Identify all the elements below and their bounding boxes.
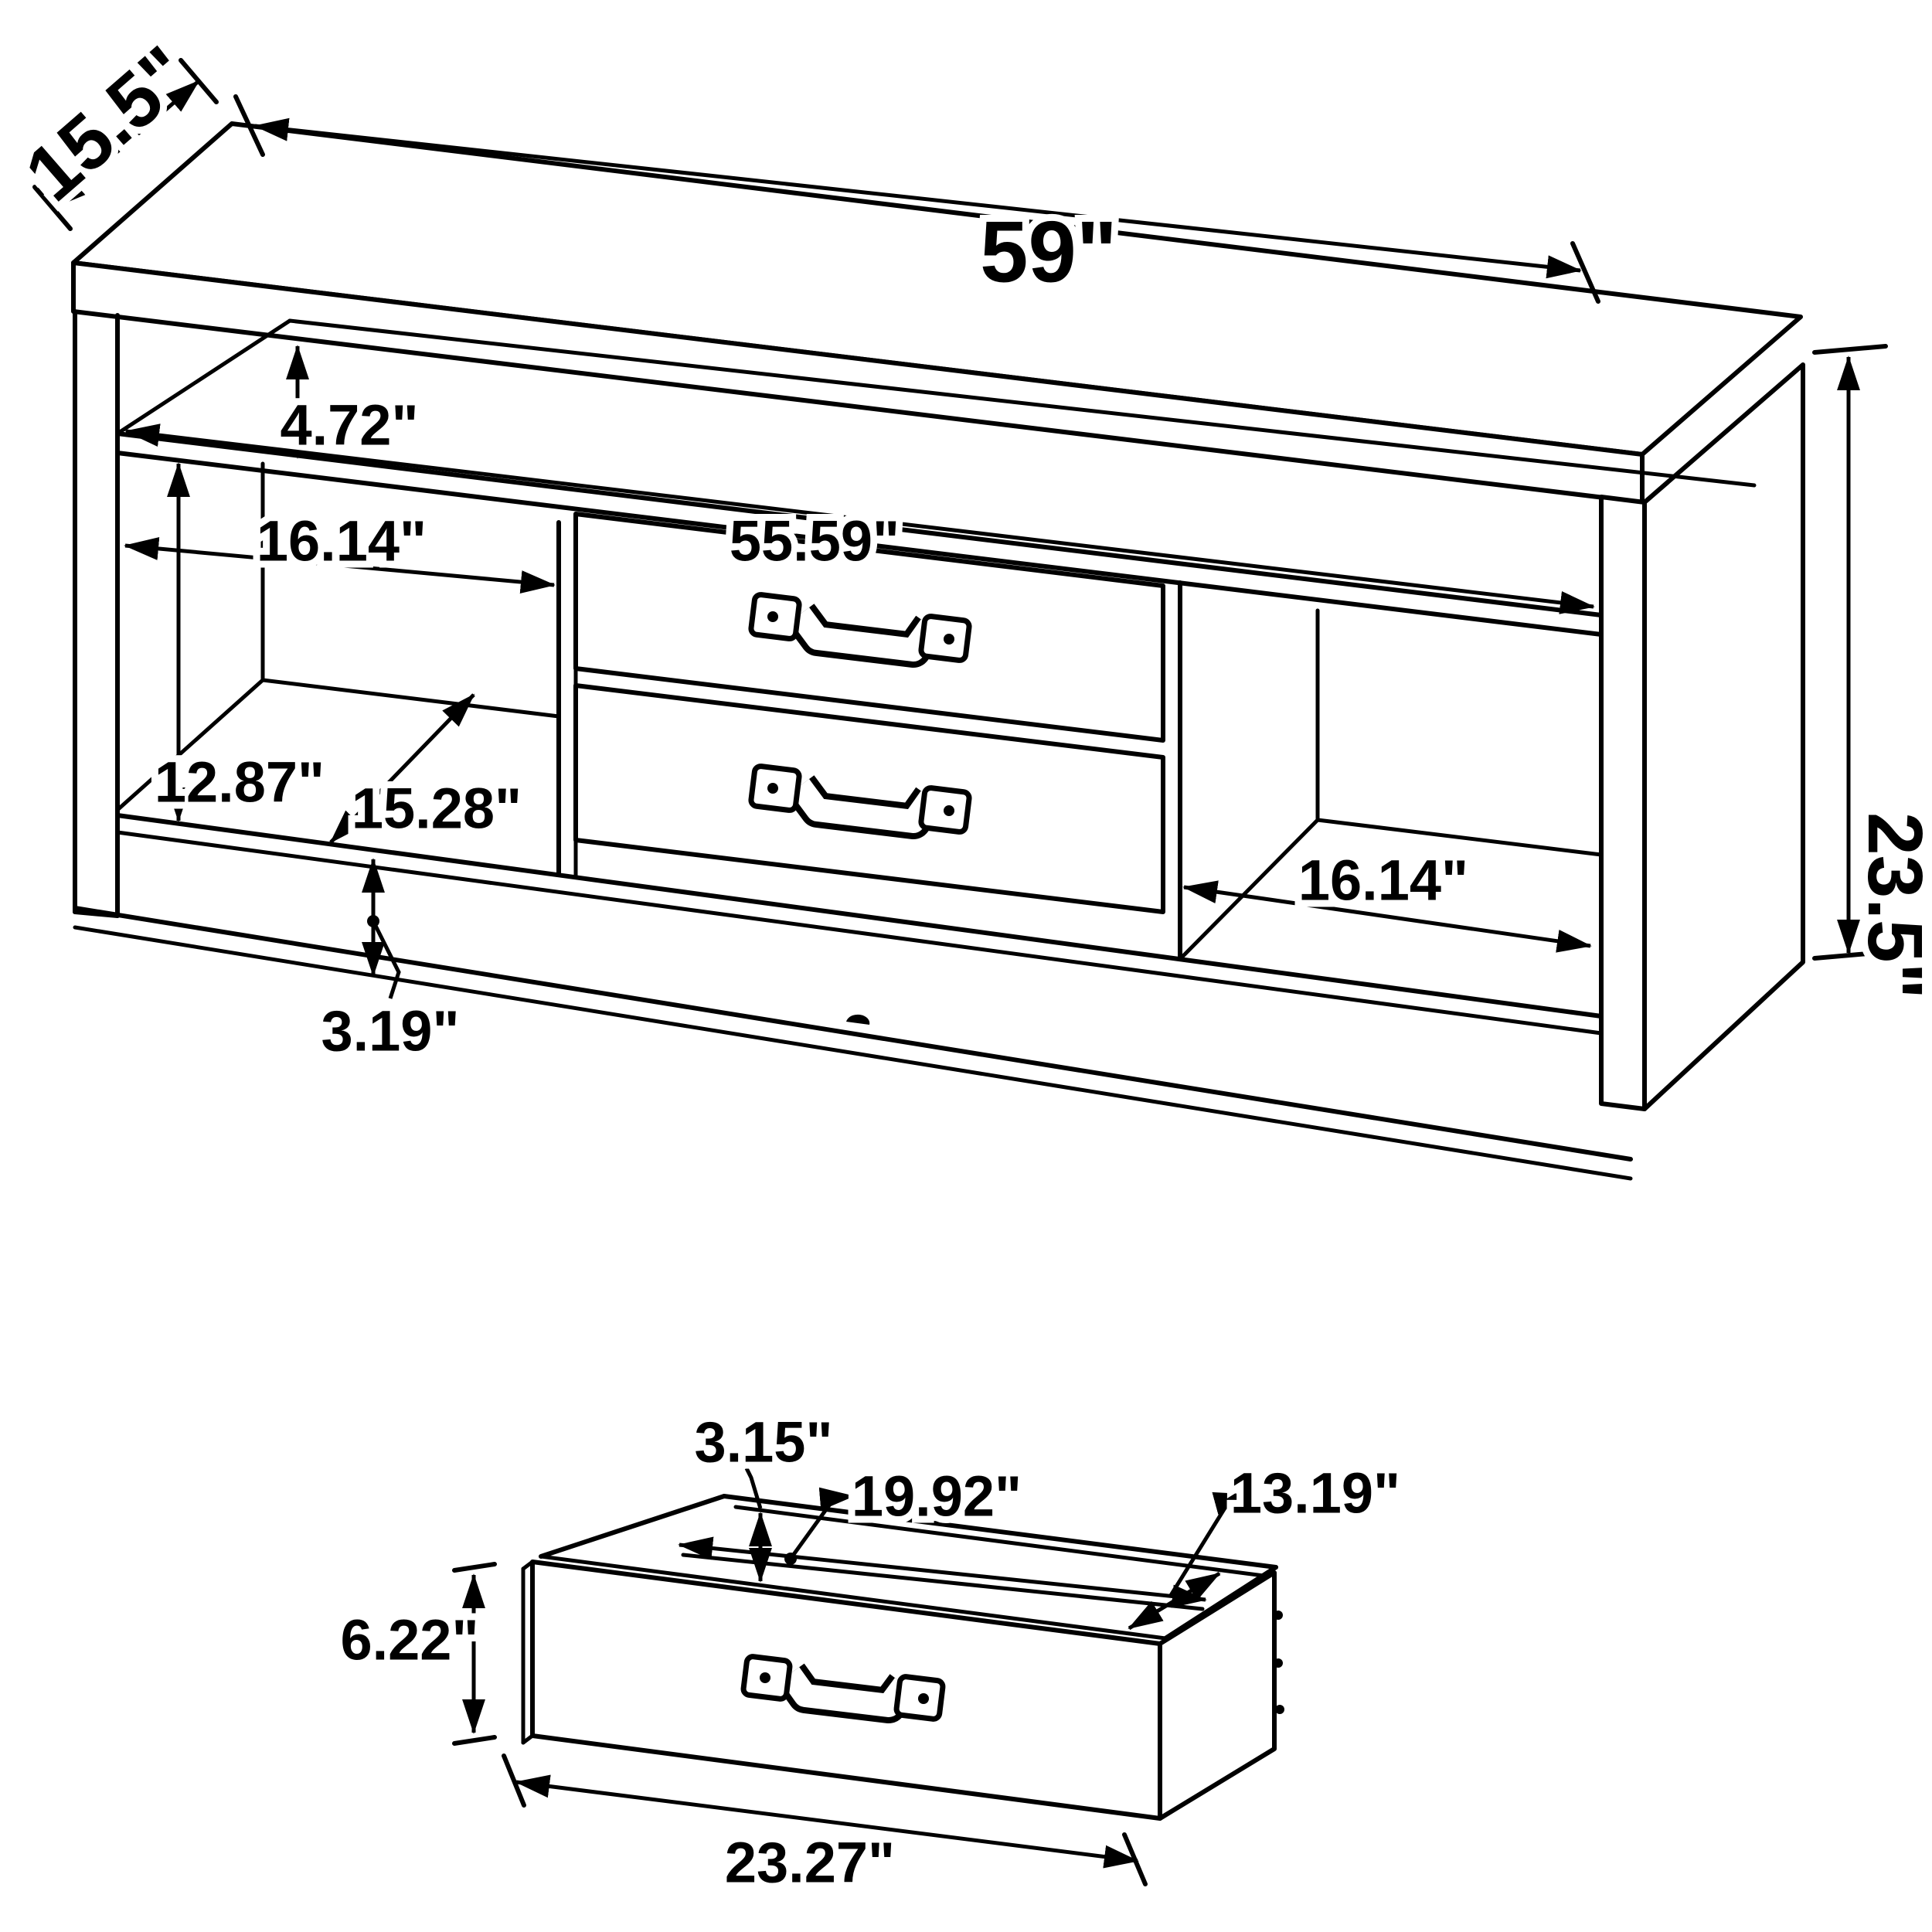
- leader-drawer-interior-depth: [1168, 1492, 1249, 1598]
- left-cubby-floor-back-edge: [260, 678, 561, 719]
- dim-label-drawer-width: 23.27": [725, 1831, 895, 1895]
- dim-label-drawer-interior-height: 3.15": [694, 1410, 832, 1475]
- drawer-detail-handle: [740, 1654, 946, 1723]
- drawer-front-left-edge-c: [521, 1733, 535, 1745]
- tv-stand-drawers: [573, 512, 1165, 914]
- dim-line-interior-width: [124, 423, 1595, 614]
- dim-line-right-cubby-width: [1182, 880, 1592, 953]
- drawer-left-wall-top: [539, 1494, 726, 1559]
- dim-line-left-cubby-width: [124, 537, 556, 594]
- dim-label-left-cubby-height: 12.87": [155, 750, 325, 815]
- dim-label-top-gap: 4.72": [280, 393, 418, 457]
- dim-label-height: 23.5": [1852, 812, 1932, 999]
- upper-compartment-left-depth-line: [115, 318, 292, 436]
- dim-label-drawer-interior-depth: 13.19": [1230, 1461, 1400, 1526]
- drawer-right-side-face: [1158, 1570, 1277, 1821]
- right-cubby-floor-back-edge: [1315, 818, 1604, 857]
- leader-drawer-interior-height: [744, 1467, 763, 1509]
- dim-label-drawer-height: 6.22": [340, 1608, 478, 1672]
- dim-label-width: 59": [980, 204, 1117, 301]
- dim-line-drawer-width: [515, 1774, 1139, 1869]
- base-bottom-edge: [73, 906, 1633, 1162]
- leader-base-height: [371, 920, 401, 999]
- base-top-edge: [115, 813, 1604, 1019]
- dim-label-right-cubby-width: 16.14": [1298, 849, 1468, 913]
- bottom-drawer-handle: [748, 764, 972, 839]
- dim-label-drawer-interior-width: 19.92": [852, 1464, 1022, 1529]
- cable-notch: [846, 1014, 870, 1025]
- leader-drawer-interior-width: [788, 1487, 855, 1560]
- drawer-detail: [521, 1494, 1284, 1821]
- dim-line-width: [253, 117, 1582, 279]
- dim-line-depth: [51, 80, 200, 209]
- right-panel-front-edge: [1599, 495, 1647, 1111]
- dim-label-left-cubby-width: 16.14": [257, 509, 427, 573]
- dim-line-left-cubby-depth: [329, 693, 475, 844]
- base-bottom-edge-2: [73, 925, 1633, 1181]
- dim-line-drawer-interior-depth: [1128, 1571, 1221, 1631]
- dim-label-base-height: 3.19": [321, 999, 459, 1063]
- left-cubby-floor-depth-line: [115, 678, 265, 812]
- dim-label-interior-width: 55.59": [730, 509, 900, 573]
- dim-label-left-cubby-depth: 15.28": [352, 777, 522, 841]
- drawer-dimensions: 6.22" 23.27" 19.92" 13.19" 3.15": [333, 1403, 1407, 1902]
